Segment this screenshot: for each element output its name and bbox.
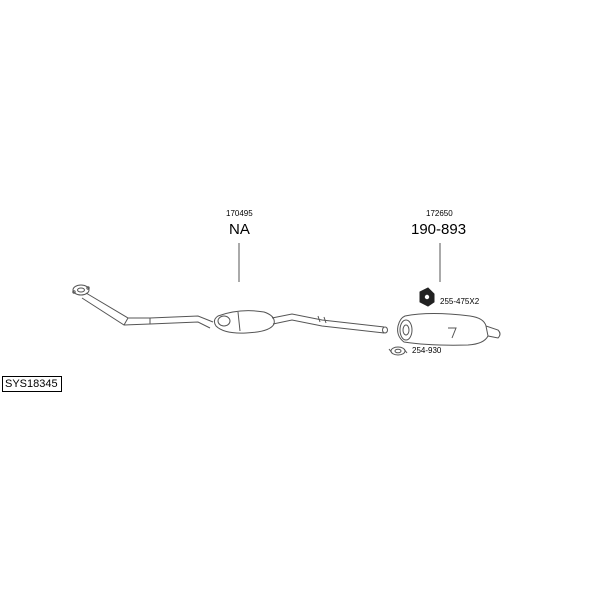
rear-muffler	[397, 313, 501, 346]
rear-section-number: 190-893	[411, 221, 467, 238]
rear-section-ref: 172650	[426, 209, 453, 218]
system-code-label: SYS18345	[2, 376, 62, 393]
rubber-hanger-icon	[419, 287, 435, 307]
center-muffler	[213, 310, 275, 334]
center-section-number: NA	[229, 221, 250, 238]
center-section-ref: 170495	[226, 209, 253, 218]
clamp-part-number: 254-930	[412, 346, 442, 355]
intermediate-pipe	[271, 313, 388, 334]
clamp-icon	[388, 346, 408, 356]
front-pipe	[72, 284, 214, 329]
hanger-part-number: 255-475X2	[440, 297, 480, 306]
